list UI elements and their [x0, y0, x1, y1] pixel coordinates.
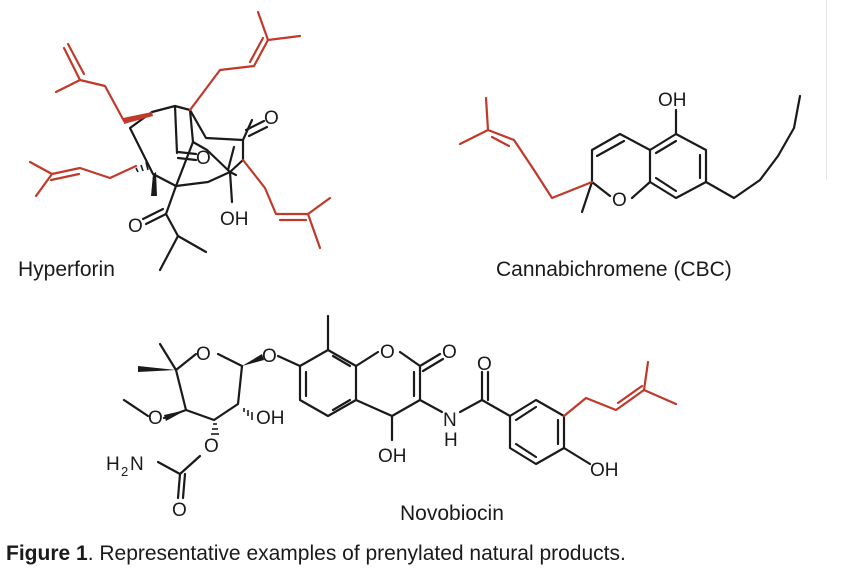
cannabichromene-structure: OH O Cannabichromene (CBC)	[458, 90, 802, 281]
novobiocin-sugar-oh: OH	[256, 408, 285, 429]
cbc-label: Cannabichromene (CBC)	[496, 258, 732, 281]
novobiocin-glycosidic-o: O	[262, 346, 277, 367]
novobiocin-ome-o: O	[148, 408, 163, 429]
hyperforin-acyl-o: O	[128, 216, 143, 237]
hyperforin-label: Hyperforin	[18, 258, 115, 281]
novobiocin-structure: O O OH O H 2 N O O O O OH N H O OH Novob…	[106, 314, 678, 525]
hyperforin-ketone-o: O	[264, 108, 279, 129]
hyperforin-oh: OH	[220, 209, 249, 230]
novobiocin-carbonyl-o: O	[172, 500, 187, 521]
novobiocin-coumarin-oh: OH	[378, 446, 407, 467]
cbc-oh: OH	[658, 90, 687, 111]
figure-caption-label: Figure 1	[6, 542, 88, 565]
page-edge-divider	[826, 0, 827, 180]
novobiocin-sugar-o: O	[196, 344, 211, 365]
figure-caption-text: . Representative examples of prenylated …	[87, 542, 626, 565]
novobiocin-label: Novobiocin	[400, 502, 504, 525]
hyperforin-structure: O O O OH Hyperforin	[18, 10, 332, 281]
novobiocin-amide-n: N	[443, 410, 457, 431]
novobiocin-nh2-h: H	[106, 454, 120, 475]
novobiocin-nh2-n: N	[130, 454, 144, 475]
novobiocin-lactone-o: O	[380, 342, 395, 363]
cbc-ring-o: O	[612, 190, 627, 211]
novobiocin-amide-o: O	[477, 354, 492, 375]
novobiocin-nh2-subscript: 2	[121, 464, 128, 479]
hyperforin-bridge-o: O	[196, 148, 211, 169]
figure-caption: Figure 1. Representative examples of pre…	[6, 542, 846, 572]
novobiocin-phenol-oh: OH	[590, 460, 619, 481]
novobiocin-lactone-carbonyl-o: O	[442, 342, 457, 363]
novobiocin-amide-h: H	[444, 430, 458, 451]
novobiocin-carbamate-o: O	[204, 436, 219, 457]
